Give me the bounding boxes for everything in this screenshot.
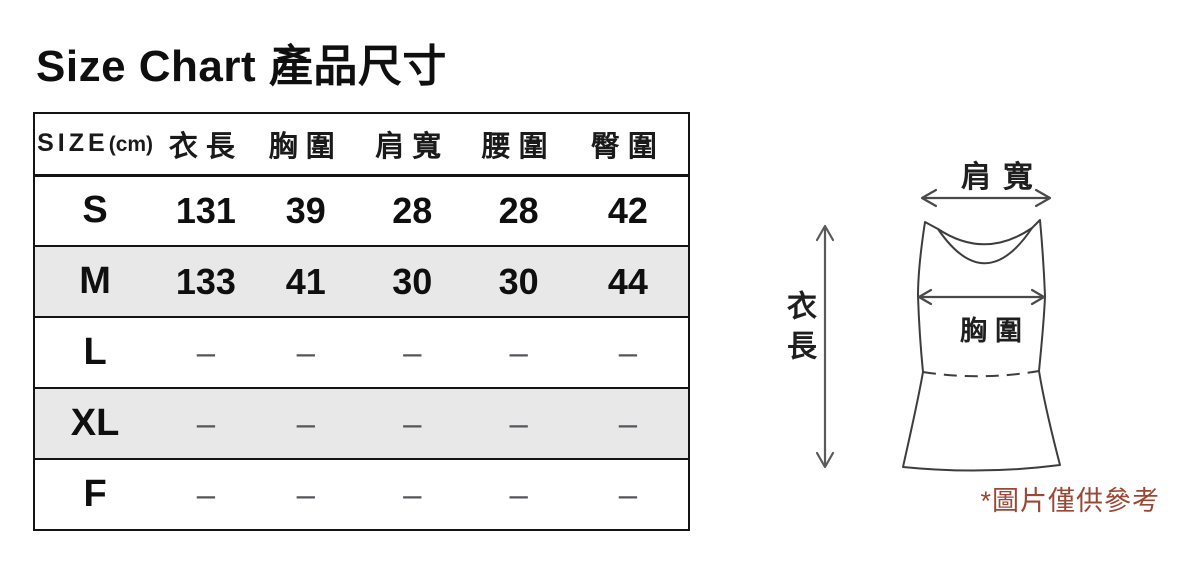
size-cell: XL [70,402,120,444]
chest-width-arrow [917,288,1046,306]
value-cell: 39 [285,189,326,231]
header-col-garment-length: 衣長 [168,130,243,163]
header-col-chest: 胸圍 [268,130,343,163]
shoulder-width-label: 肩寬 [961,161,1045,194]
chest-width-label: 胸圍 [960,316,1030,346]
value-cell: 30 [392,260,433,302]
size-cell: S [82,189,108,232]
value-cell: – [403,404,422,442]
table-row-s: S 131 39 28 28 42 [34,175,689,246]
value-cell: – [196,333,216,371]
value-cell: – [509,333,528,371]
table-row-l: L – – – – – [34,317,689,388]
value-cell: – [618,475,638,513]
header-col-shoulder: 肩寬 [375,130,450,163]
reference-note: *圖片僅供參考 [980,486,1160,516]
value-cell: 133 [175,260,236,302]
table-row-m: M 133 41 30 30 44 [34,246,689,317]
shoulder-width-arrow [920,188,1052,208]
length-arrow [815,224,835,469]
value-cell: – [509,475,528,513]
value-cell: – [618,333,638,371]
value-cell: – [296,333,315,371]
waist-dashed-line [922,370,1040,378]
header-size-unit: (cm) [108,133,154,157]
garment-diagram: 肩寬 衣長 胸圍 *圖片僅供參考 [760,130,1180,530]
header-size: SIZE(cm) [34,113,155,175]
value-cell: 41 [285,260,326,302]
value-cell: – [196,475,216,513]
value-cell: 30 [498,260,539,302]
value-cell: – [403,333,422,371]
value-cell: 42 [607,189,648,231]
value-cell: – [509,404,528,442]
back-neckline [937,227,1033,246]
value-cell: 28 [392,189,433,231]
table-header-row: SIZE(cm) 衣長 胸圍 肩寬 腰圍 臀圍 [34,113,689,175]
size-cell: L [83,331,107,373]
header-col-waist: 腰圍 [481,130,556,163]
value-cell: – [403,475,422,513]
value-cell: – [296,404,315,442]
value-cell: 44 [607,260,648,302]
garment-outline [902,219,1061,472]
size-table: SIZE(cm) 衣長 胸圍 肩寬 腰圍 臀圍 S 131 39 28 28 4… [33,112,690,531]
header-col-hip: 臀圍 [590,130,665,163]
garment-diagram-drawing [815,188,1061,472]
value-cell: 28 [498,189,539,231]
size-cell: F [83,473,107,515]
value-cell: – [296,475,315,513]
value-cell: 131 [175,189,236,231]
value-cell: – [618,404,638,442]
table-row-f: F – – – – – [34,459,689,530]
table-row-xl: XL – – – – – [34,388,689,459]
size-cell: M [79,260,111,302]
garment-length-label: 衣長 [782,290,815,370]
header-size-word: SIZE [37,129,109,158]
page-title: Size Chart 產品尺寸 [36,42,447,91]
value-cell: – [196,404,216,442]
